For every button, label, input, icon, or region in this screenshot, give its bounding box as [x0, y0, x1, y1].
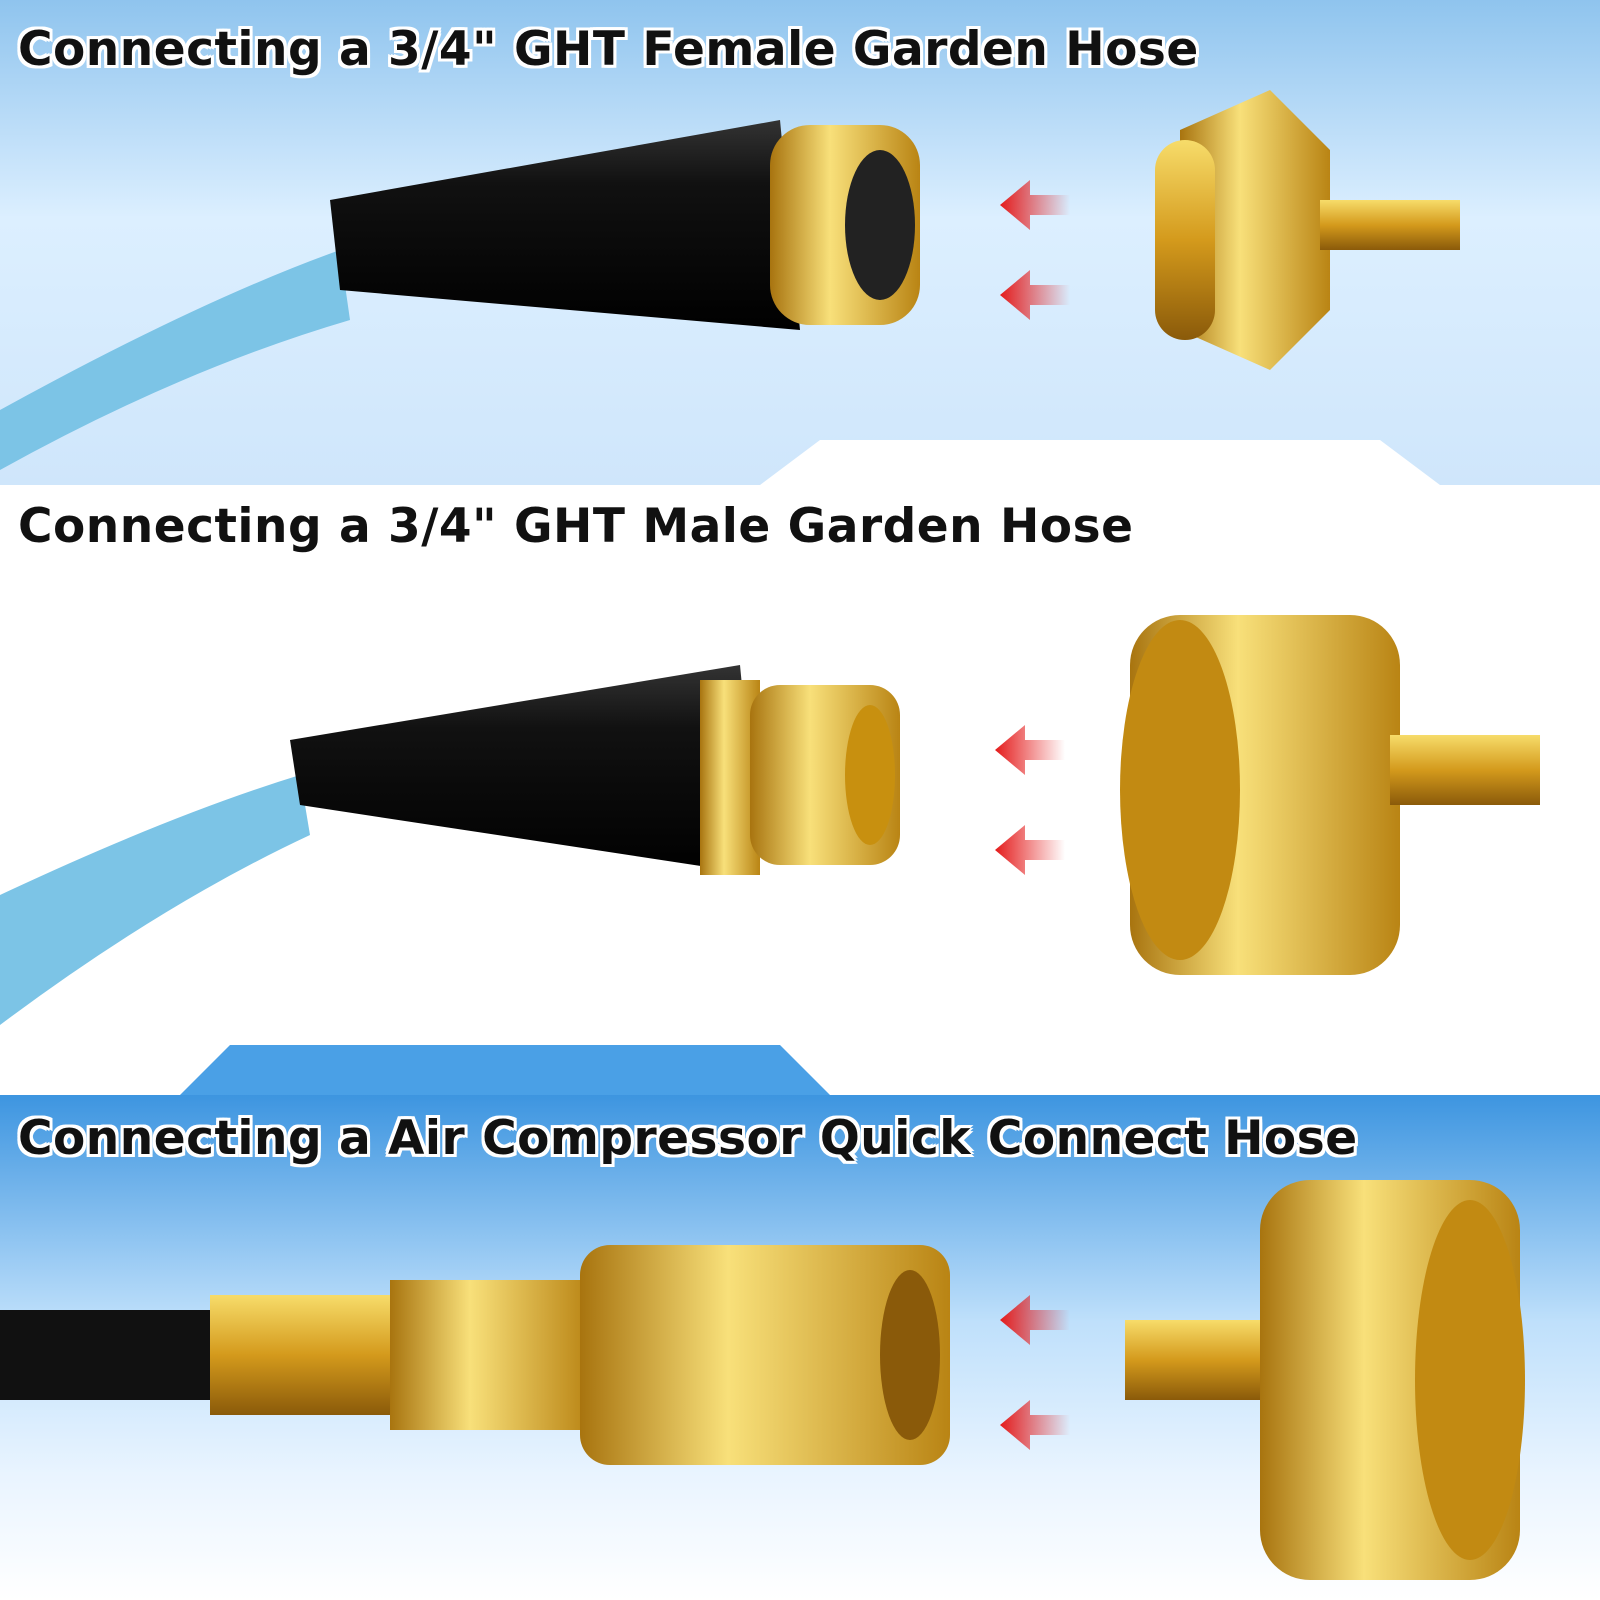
section-title: Connecting a 3/4" GHT Female Garden Hose	[18, 22, 1199, 77]
female-hose-photo	[0, 90, 1600, 485]
male-thread	[1155, 140, 1215, 340]
quick-connect-photo	[0, 1180, 1525, 1580]
section-female-hose: Connecting a 3/4" GHT Female Garden Hose	[0, 0, 1600, 485]
black-air-hose	[0, 1310, 220, 1400]
valve-stem	[1390, 735, 1540, 805]
black-sleeve	[290, 665, 760, 875]
section-quick-connect: Connecting a Air Compressor Quick Connec…	[0, 1095, 1600, 1600]
arrow-left-icon	[1000, 270, 1070, 320]
male-hose-photo	[0, 615, 1600, 1095]
section-title: Connecting a Air Compressor Quick Connec…	[18, 1111, 1358, 1166]
section-male-hose: Connecting a 3/4" GHT Male Garden Hose	[0, 485, 1600, 1095]
arrow-left-icon	[1000, 180, 1070, 230]
blue-hose	[0, 775, 310, 1025]
crimp-ferrule	[210, 1295, 400, 1415]
valve-stem	[1320, 200, 1460, 250]
hex-body	[390, 1280, 590, 1430]
male-adapter-hex	[1180, 90, 1330, 370]
arrow-left-icon	[995, 725, 1065, 775]
arrow-left-icon	[995, 825, 1065, 875]
blue-hose	[0, 250, 350, 470]
quick-coupler	[580, 1245, 950, 1465]
black-sleeve	[330, 120, 800, 330]
arrow-left-icon	[1000, 1295, 1070, 1345]
arrow-left-icon	[1000, 1400, 1070, 1450]
section-title: Connecting a 3/4" GHT Male Garden Hose	[18, 499, 1134, 554]
valve-stem	[1125, 1320, 1275, 1400]
